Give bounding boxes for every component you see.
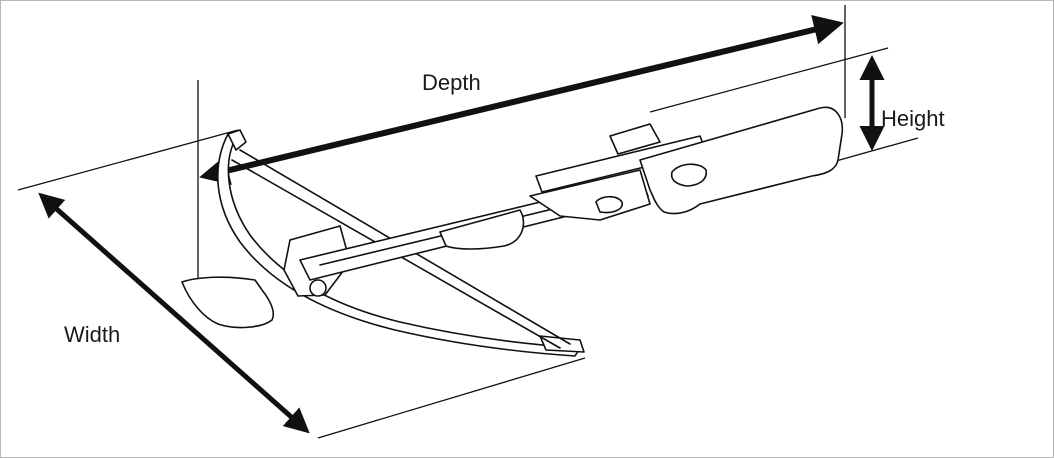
bow-tip-top [227,129,247,151]
width-arrow [38,192,310,434]
dimension-arrows [38,15,885,434]
width-extension-bottom [317,357,586,439]
sight-mount [609,123,661,155]
depth-arrow [199,15,844,185]
bow-limb [217,133,581,357]
width-label: Width [64,322,121,347]
height-label: Height [881,106,945,131]
front-pin [309,279,327,297]
trigger-guard [595,195,623,214]
foregrip [439,209,525,250]
bow-tip-bottom [539,335,585,353]
depth-label: Depth [422,70,481,95]
grip-hole [670,163,708,187]
width-extension-top [17,129,239,191]
crossbow-icon [181,106,844,357]
foot-stirrup [181,276,275,329]
stock [639,106,844,215]
